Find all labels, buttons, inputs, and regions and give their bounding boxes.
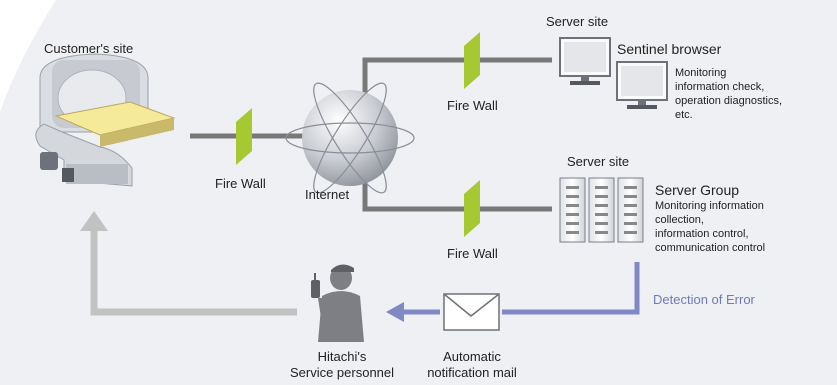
server-group-desc-line: Monitoring information [655, 200, 764, 212]
server-group-desc-line: communication control [655, 242, 766, 254]
sentinel-desc-line: operation diagnostics, [675, 95, 783, 107]
mail-label-line1: Automatic [443, 349, 501, 364]
server-group-title: Server Group [655, 182, 740, 198]
connector-internet-sentinel [362, 57, 552, 104]
server-site-bottom-title: Server site [567, 154, 630, 169]
firewall-bottom-label: Fire Wall [447, 246, 498, 261]
server-group-desc-line: collection, [655, 214, 704, 226]
firewall-top-label: Fire Wall [447, 98, 498, 113]
envelope-icon [443, 293, 500, 331]
error-arrow [400, 262, 640, 315]
detection-of-error-label: Detection of Error [653, 292, 755, 307]
error-arrowhead [386, 302, 404, 322]
return-arrowhead [80, 211, 108, 231]
return-arrow [90, 226, 297, 316]
internet-label: Internet [305, 187, 350, 202]
sentinel-desc-line: etc. [675, 109, 693, 121]
monitor-icon-secondary [616, 61, 668, 109]
monitor-icon [559, 37, 611, 85]
customer-site-title: Customer's site [44, 41, 134, 56]
mail-label-line2: notification mail [427, 365, 517, 380]
ct-scanner-icon [35, 53, 176, 187]
sentinel-browser-title: Sentinel browser [617, 41, 722, 57]
service-person-icon [311, 264, 364, 342]
firewall-bottom-icon [464, 180, 480, 237]
personnel-label-line1: Hitachi's [317, 349, 367, 364]
server-site-top-title: Server site [546, 14, 609, 29]
sentinel-desc-line: information check, [675, 81, 765, 93]
firewall-left-icon [236, 108, 252, 165]
server-rack-icon [559, 177, 644, 243]
sentinel-desc-line: Monitoring [675, 67, 727, 79]
globe-icon [285, 82, 415, 194]
server-group-desc-line: information control, [655, 228, 749, 240]
firewall-left-label: Fire Wall [215, 176, 266, 191]
personnel-label-line2: Service personnel [289, 365, 395, 380]
firewall-top-icon [464, 32, 480, 89]
